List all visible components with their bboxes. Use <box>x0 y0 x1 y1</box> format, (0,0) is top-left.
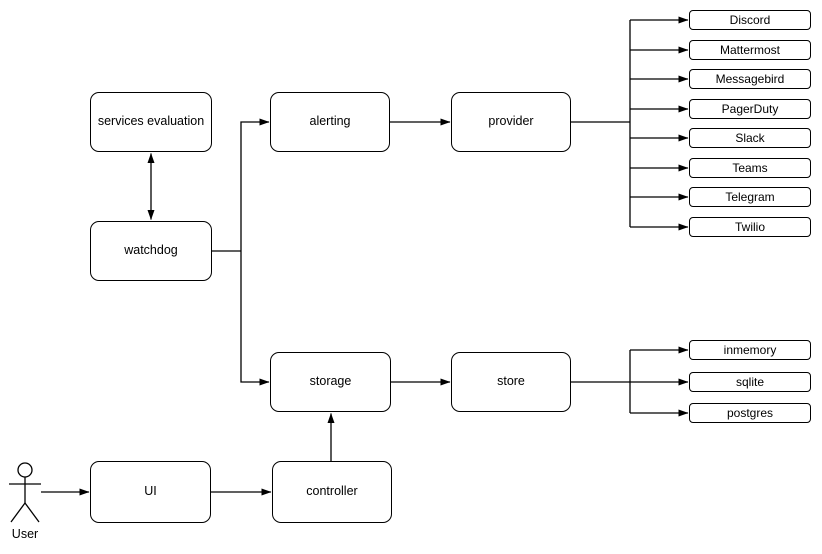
node-alerting: alerting <box>270 92 390 152</box>
node-sqlite: sqlite <box>689 372 811 392</box>
node-provider: provider <box>451 92 571 152</box>
edge-watchdog-alerting <box>240 118 270 251</box>
user-actor-label: User <box>11 527 39 541</box>
node-pagerduty: PagerDuty <box>689 99 811 119</box>
node-ui: UI <box>90 461 211 523</box>
node-inmemory: inmemory <box>689 340 811 360</box>
edge-watchdog-storage <box>240 251 270 386</box>
node-teams: Teams <box>689 158 811 178</box>
user-actor-icon <box>9 462 41 523</box>
node-store: store <box>451 352 571 412</box>
node-telegram: Telegram <box>689 187 811 207</box>
node-postgres: postgres <box>689 403 811 423</box>
node-services-evaluation: services evaluation <box>90 92 212 152</box>
node-messagebird: Messagebird <box>689 69 811 89</box>
node-mattermost: Mattermost <box>689 40 811 60</box>
node-storage: storage <box>270 352 391 412</box>
node-controller: controller <box>272 461 392 523</box>
node-twilio: Twilio <box>689 217 811 237</box>
node-slack: Slack <box>689 128 811 148</box>
node-discord: Discord <box>689 10 811 30</box>
node-watchdog: watchdog <box>90 221 212 281</box>
